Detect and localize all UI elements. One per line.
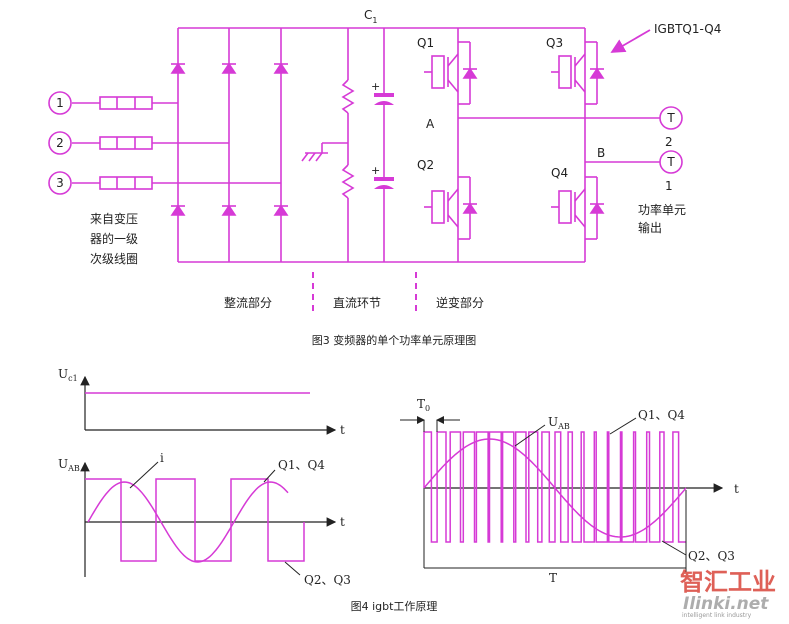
input-number-3: 3 [56,176,64,190]
input-number-1: 1 [56,96,64,110]
input-number-2: 2 [56,136,64,150]
svg-text:+: + [371,164,380,177]
pwm-plot-right: T0 T UAB Q1、Q4 Q2、Q3 t [400,397,739,585]
watermark-tagline: intelligent link industry [682,612,752,619]
pwm-t-label: t [734,482,739,496]
output-caption-line-1: 功率单元 [638,202,686,217]
fuse-3 [99,176,153,190]
uc1-plot: Uc1 t [58,367,345,437]
input-caption-line-3: 次级线圈 [90,252,138,266]
site-watermark: 智汇工业 Ilinki.net intelligent link industr… [680,568,776,619]
inverter-bridge [457,28,660,262]
dc-link [301,28,385,262]
section-dc-link: 直流环节 [333,296,381,310]
igbt-q4 [551,176,605,240]
q14-right-pointer [609,417,637,435]
resistor-lower [341,164,355,199]
ground-icon [301,152,328,162]
igbt-q1 [424,41,478,105]
resistor-upper [341,79,355,114]
igbt-q2 [424,176,478,240]
svg-text:+: + [371,80,380,93]
uab-fundamental-sine [423,438,687,538]
input-terminals: 1 2 3 [48,91,72,195]
igbt-pointer-arrow [610,29,651,53]
capacitor-lower: + [371,164,394,189]
q4-label: Q4 [551,166,568,180]
uab-square-wave [85,478,305,562]
i-pointer [129,461,159,489]
q1-label: Q1 [417,36,434,50]
figure-4-caption: 图4 igbt工作原理 [351,600,438,613]
i-label: i [160,451,164,465]
diode-upper-3 [273,62,289,74]
q3-label: Q3 [546,36,563,50]
q23-right-pointer [661,540,687,556]
diode-upper-2 [221,62,237,74]
uc1-label: Uc1 [58,367,78,383]
output-terminal-t1 [659,150,683,174]
diode-upper-1 [170,62,186,74]
section-rectifier: 整流部分 [224,295,272,310]
q23-left-label: Q2、Q3 [304,573,351,587]
rectifier-diodes [170,62,289,216]
diode-lower-1 [170,204,186,216]
node-b-label: B [597,146,605,160]
output-index-1: 1 [665,179,673,193]
uab-left-label: UAB [58,457,80,473]
period-label: T [549,571,557,585]
diode-lower-2 [221,204,237,216]
q23-left-pointer [284,561,301,576]
watermark-brand: 智汇工业 [680,568,776,596]
output-terminal-t2 [659,106,683,130]
input-terminal-3 [48,171,72,195]
t0-label: T0 [417,397,430,413]
input-fuses [99,96,153,190]
output-caption-line-2: 输出 [638,220,662,235]
current-sine-wave [87,481,289,563]
capacitor-upper: + [371,80,394,105]
capacitor-label: C1 [364,8,377,25]
uc1-t-label: t [340,423,345,437]
uab-right-label: UAB [548,415,570,431]
output-index-2: 2 [665,135,673,149]
q2-label: Q2 [417,158,434,172]
input-caption-line-1: 来自变压 [90,211,138,226]
watermark-url: Ilinki.net [683,594,769,614]
igbt-label: IGBTQ1-Q4 [654,22,721,36]
q14-right-label: Q1、Q4 [638,408,685,422]
uab-plot-left: UAB i Q1、Q4 Q2、Q3 t [58,451,351,587]
q14-left-pointer [263,469,276,483]
dc-capacitors: + + [371,80,394,189]
input-caption-line-2: 器的一级 [90,231,138,246]
uab-left-t-label: t [340,515,345,529]
pwm-pulse-train [423,431,686,543]
fuse-2 [99,136,153,150]
fuse-1 [99,96,153,110]
diode-lower-3 [273,204,289,216]
uab-right-pointer [514,424,546,447]
output-terminal-t1-label: T [666,155,675,169]
q23-right-label: Q2、Q3 [688,549,735,563]
q14-left-label: Q1、Q4 [278,458,325,472]
section-inverter: 逆变部分 [436,295,484,310]
input-terminal-1 [48,91,72,115]
figure-3-caption: 图3 变频器的单个功率单元原理图 [312,333,477,347]
output-terminal-t2-label: T [666,111,675,125]
igbt-q3 [551,41,605,105]
input-terminal-2 [48,131,72,155]
node-a-label: A [426,117,435,131]
